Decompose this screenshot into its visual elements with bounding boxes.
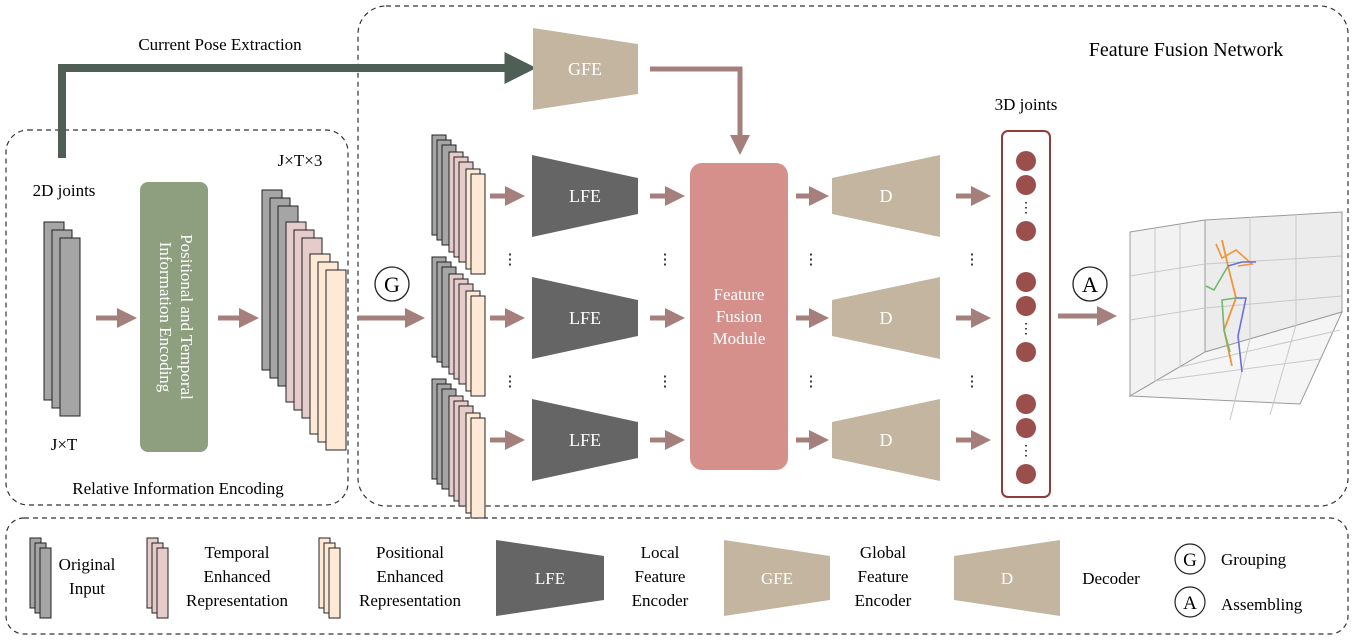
legend-grouping-symbol: G [1183, 550, 1197, 571]
legend-positional-2: Enhanced [376, 567, 444, 586]
legend-gfe-box-label: GFE [761, 569, 793, 588]
legend-decoder-label: Decoder [1082, 569, 1140, 588]
group-stack-3 [431, 378, 486, 519]
legend-decoder-icon [954, 540, 1060, 616]
decoder-block-2 [832, 277, 940, 359]
decoder-label-3: D [880, 430, 893, 450]
feature-fusion-network-title: Feature Fusion Network [1089, 39, 1283, 61]
legend-assembling-symbol: A [1183, 593, 1197, 614]
legend-original-input-icon [29, 537, 52, 619]
legend-gfe-2: Feature [858, 567, 909, 586]
grouping-circle [374, 266, 410, 302]
3d-joints-label: 3D joints [995, 95, 1058, 114]
gfe-block [533, 28, 638, 110]
assembling-symbol: A [1082, 272, 1098, 297]
current-pose-extraction-label: Current Pose Extraction [138, 35, 302, 54]
legend-positional-3: Representation [359, 591, 461, 610]
legend-gfe-1: Global [860, 543, 907, 562]
ffm-label-2: Fusion [716, 307, 763, 326]
feature-fusion-module [690, 163, 788, 470]
group-stack-1 [431, 134, 486, 275]
gfe-label: GFE [568, 59, 602, 79]
vdots-5: ⋮ [804, 252, 819, 268]
joint-vdots-1: ⋮ [1019, 201, 1033, 216]
legend-lfe-box-label: LFE [535, 569, 565, 588]
legend-lfe-icon [496, 540, 604, 616]
assembling-circle [1072, 266, 1108, 302]
legend-lfe-1: Local [641, 543, 680, 562]
original-input-stack [43, 221, 81, 417]
vdots-3: ⋮ [658, 252, 673, 268]
feature-fusion-network-box [357, 5, 1349, 507]
legend-temporal-3: Representation [186, 591, 288, 610]
lfe-label-3: LFE [569, 430, 601, 450]
legend-decoder-box-label: D [1001, 569, 1013, 588]
joint-vdots-3: ⋮ [1019, 444, 1033, 459]
vdots-6: ⋮ [804, 374, 819, 390]
lfe-label-1: LFE [569, 186, 601, 206]
decoder-label-2: D [880, 308, 893, 328]
grouping-symbol: G [384, 272, 400, 297]
legend-box [5, 517, 1349, 635]
group-stack-2 [431, 256, 486, 397]
lfe-block-1 [532, 155, 638, 237]
encoded-feature-stack [261, 189, 347, 451]
legend-gfe-3: Encoder [855, 591, 912, 610]
encoding-block-label-1: Positional and Temporal [177, 234, 196, 400]
vdots-8: ⋮ [965, 374, 980, 390]
decoder-block-1 [832, 155, 940, 237]
positional-temporal-encoding-block [140, 182, 208, 452]
legend-temporal-2: Enhanced [203, 567, 271, 586]
relative-info-encoding-label: Relative Information Encoding [72, 479, 284, 498]
legend-gfe-icon [724, 540, 830, 616]
gfe-to-ffm-arrow [650, 66, 750, 155]
legend-grouping-label: Grouping [1221, 550, 1287, 569]
lfe-block-3 [532, 399, 638, 481]
relative-info-encoding-box [5, 129, 349, 506]
legend-lfe-3: Encoder [632, 591, 689, 610]
ffm-label-1: Feature [714, 285, 765, 304]
lfe-label-2: LFE [569, 308, 601, 328]
legend-lfe-2: Feature [635, 567, 686, 586]
decoder-block-3 [832, 399, 940, 481]
2d-joints-label: 2D joints [33, 181, 96, 200]
decoder-label-1: D [880, 186, 893, 206]
legend-assembling-circle [1174, 586, 1206, 618]
legend-grouping-circle [1174, 543, 1206, 575]
vdots-1: ⋮ [503, 252, 518, 268]
legend-assembling-label: Assembling [1221, 595, 1303, 614]
legend-temporal-1: Temporal [205, 543, 270, 562]
current-pose-extraction-arrow [58, 52, 537, 158]
lfe-block-2 [532, 277, 638, 359]
legend-positional-icon [318, 537, 341, 619]
legend-temporal-icon [146, 537, 169, 619]
joint-vdots-2: ⋮ [1019, 322, 1033, 337]
jxtx3-label: J×T×3 [278, 151, 323, 170]
joint-dots [1016, 151, 1036, 484]
vdots-2: ⋮ [503, 374, 518, 390]
jxt-label: J×T [51, 435, 78, 454]
vdots-4: ⋮ [658, 374, 673, 390]
3d-pose-plot [1128, 211, 1343, 421]
legend-positional-1: Positional [376, 543, 444, 562]
legend-original-1: Original [59, 555, 116, 574]
encoding-block-label-2: Information Encoding [156, 242, 175, 393]
ffm-label-3: Module [713, 329, 766, 348]
vdots-7: ⋮ [965, 252, 980, 268]
legend-original-2: Input [69, 579, 105, 598]
